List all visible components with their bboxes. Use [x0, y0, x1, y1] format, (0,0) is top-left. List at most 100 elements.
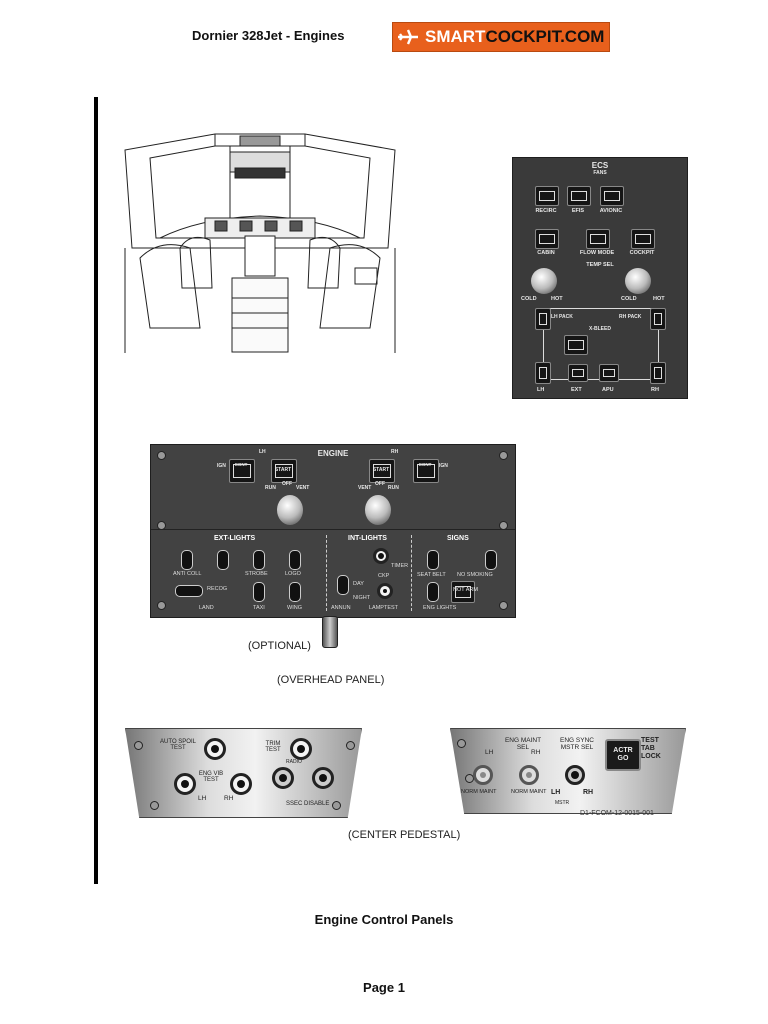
mstr-label: MSTR [555, 800, 570, 806]
auto-spoil-test-label: AUTO SPOIL TEST [160, 739, 196, 751]
engine-overhead-panel: ENGINE LH RH CONT IGN START START CONT I… [150, 444, 516, 618]
hot-left-label: HOT [551, 296, 563, 302]
seat-belt-label: SEAT BELT [417, 572, 446, 578]
lh-bleed-button[interactable] [535, 362, 551, 384]
sync-rh-label: RH [583, 789, 594, 796]
rh-pack-button[interactable] [650, 308, 666, 330]
eng-maint-rh-selector[interactable] [519, 765, 539, 785]
overhead-panel-caption: (OVERHEAD PANEL) [277, 674, 385, 686]
cold-right-label: COLD [621, 296, 637, 302]
lh-pack-button[interactable] [535, 308, 551, 330]
lamptest-button[interactable] [377, 583, 393, 599]
rh-vent-label: VENT [358, 485, 372, 491]
efis-button[interactable] [567, 186, 591, 206]
hot-right-label: HOT [653, 296, 665, 302]
nav-switch[interactable] [253, 550, 265, 570]
cabin-button[interactable] [535, 229, 559, 249]
anti-coll-label: ANTI COLL [173, 571, 202, 577]
rh-run-label: RUN [388, 485, 399, 491]
center-pedestal-caption: (CENTER PEDESTAL) [348, 829, 461, 841]
eng-maint-lh-selector[interactable] [473, 765, 493, 785]
screw [157, 601, 166, 610]
wing-label: WING [287, 605, 302, 611]
x-bleed-button[interactable] [564, 335, 588, 355]
wing-switch[interactable] [289, 582, 301, 602]
ssec-disable-lh-button[interactable] [272, 767, 294, 789]
avionic-button[interactable] [600, 186, 624, 206]
eng-sync-mstr-sel-label: ENG SYNC MSTR SEL [560, 737, 594, 751]
recirc-button[interactable] [535, 186, 559, 206]
no-smoking-switch[interactable] [485, 550, 497, 570]
lh-start-selector-knob[interactable] [277, 495, 303, 525]
rh-cont-ign-button[interactable] [413, 459, 439, 483]
ssec-disable-rh-button[interactable] [312, 767, 334, 789]
land-lights-switches[interactable] [175, 585, 203, 597]
section-divider [326, 535, 327, 611]
x-bleed-label: X-BLEED [589, 326, 611, 332]
rh-start-button[interactable] [369, 459, 395, 483]
optional-knob[interactable] [322, 616, 338, 648]
rh-bleed-button[interactable] [650, 362, 666, 384]
document-header-title: Dornier 328Jet - Engines [192, 28, 345, 43]
annun-label: ANNUN [331, 605, 351, 611]
margin-change-bar [94, 97, 98, 884]
radio-label: RADIO [286, 759, 302, 765]
lh-ign-label: IGN [217, 463, 226, 469]
taxi-switch[interactable] [253, 582, 265, 602]
logo-text-cockpit: COCKPIT.COM [485, 27, 605, 46]
not-arm-button[interactable] [451, 581, 475, 603]
eng-sync-mstr-selector[interactable] [565, 765, 585, 785]
rh-off-label: OFF [375, 481, 385, 487]
fans-label: FANS [593, 170, 607, 176]
lamptest-label: LAMPTEST [369, 605, 399, 611]
eng-lights-switch[interactable] [427, 582, 439, 602]
cockpit-button[interactable] [631, 229, 655, 249]
lh-pack-label: LH PACK [551, 314, 573, 320]
cockpit-illustration [120, 128, 400, 354]
lh-run-label: RUN [265, 485, 276, 491]
engine-rh-label: RH [391, 449, 399, 455]
apu-bleed-button[interactable] [599, 364, 619, 382]
no-smoking-label: NO SMOKING [457, 572, 493, 578]
day-night-switch[interactable] [337, 575, 349, 595]
ecs-title: ECS [591, 161, 609, 170]
auto-spoil-test-button[interactable] [204, 738, 226, 760]
eng-vib-test-label: ENG VIB TEST [198, 771, 224, 783]
eng-vib-test-lh-button[interactable] [174, 773, 196, 795]
eng-maint-sel-label: ENG MAINT SEL [504, 737, 542, 751]
seat-belt-switch[interactable] [427, 550, 439, 570]
eng-maint-lh-label: LH [485, 749, 494, 756]
screw [332, 801, 341, 810]
cabin-temp-knob[interactable] [531, 268, 557, 294]
screw [346, 741, 355, 750]
timer-knob[interactable] [373, 548, 389, 564]
panel-divider [151, 529, 515, 530]
lh-cont-ign-button[interactable] [229, 459, 255, 483]
lh-start-button[interactable] [271, 459, 297, 483]
cockpit-temp-knob[interactable] [625, 268, 651, 294]
eng-maint-rh-label: RH [531, 749, 541, 756]
night-label: NIGHT [353, 595, 371, 601]
screw [499, 451, 508, 460]
eng-vib-test-rh-button[interactable] [230, 773, 252, 795]
recog-label: RECOG [207, 586, 228, 592]
anti-coll-switch[interactable] [181, 550, 193, 570]
cockpit-label: COCKPIT [629, 250, 655, 256]
avionic-label: AVIONIC [599, 208, 623, 214]
rh-start-selector-knob[interactable] [365, 495, 391, 525]
ext-bleed-button[interactable] [568, 364, 588, 382]
strobe-switch[interactable] [217, 550, 229, 570]
engine-title: ENGINE [317, 449, 349, 458]
screw [457, 739, 466, 748]
actr-go-button[interactable]: ACTR GO [605, 739, 641, 771]
pedestal-left-panel: AUTO SPOIL TEST TRIM TEST ENG VIB TEST L… [125, 728, 362, 818]
logo-switch[interactable] [289, 550, 301, 570]
section-divider [411, 535, 412, 611]
flow-mode-button[interactable] [586, 229, 610, 249]
trim-test-button[interactable] [290, 738, 312, 760]
cold-left-label: COLD [521, 296, 537, 302]
rh-cont-label: CONT [418, 462, 432, 467]
rh-ign-label: IGN [439, 463, 448, 469]
cabin-label: CABIN [537, 250, 555, 256]
screw [134, 741, 143, 750]
